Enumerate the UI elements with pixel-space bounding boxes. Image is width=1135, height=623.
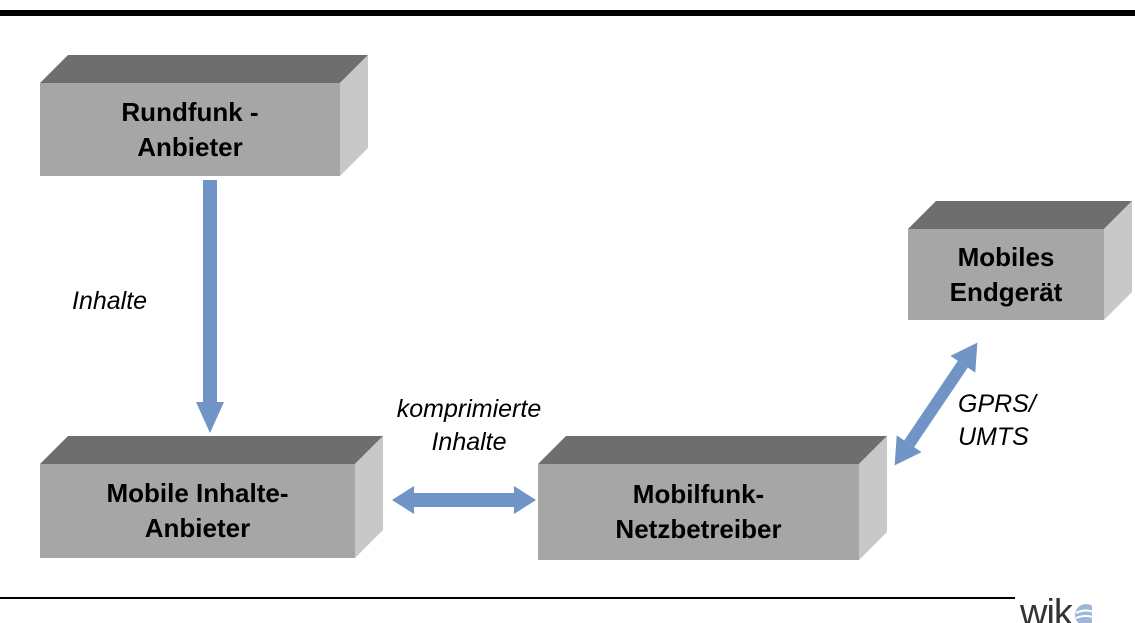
mobiles-endgeraet-label: Mobiles Endgerät xyxy=(949,241,1063,307)
wik-logo: wik xyxy=(1020,598,1092,623)
wik-globe-icon xyxy=(1074,604,1092,623)
rundfunk-anbieter-label: Rundfunk - Anbieter xyxy=(121,96,259,162)
arrow-komprimierte-inhalte xyxy=(392,486,536,514)
mobilfunk-netzbetreiber-label: Mobilfunk- Netzbetreiber xyxy=(615,479,782,544)
box-mobile-inhalte-anbieter xyxy=(40,436,383,558)
top-rule xyxy=(0,10,1135,16)
bottom-rule xyxy=(0,597,1015,599)
box-rundfunk-anbieter xyxy=(40,55,368,176)
inhalte-label: Inhalte xyxy=(72,287,148,315)
komprimierte-inhalte-label: komprimierte Inhalte xyxy=(396,395,542,456)
arrow-inhalte xyxy=(196,180,224,433)
box-mobilfunk-netzbetreiber xyxy=(538,436,887,560)
gprs-umts-label: GPRS/ UMTS xyxy=(958,390,1036,451)
arrow-gprs-umts xyxy=(894,342,978,466)
box-mobiles-endgeraet xyxy=(908,201,1132,320)
wik-logo-text: wik xyxy=(1020,598,1073,623)
mobile-inhalte-anbieter-label: Mobile Inhalte- Anbieter xyxy=(106,478,289,543)
